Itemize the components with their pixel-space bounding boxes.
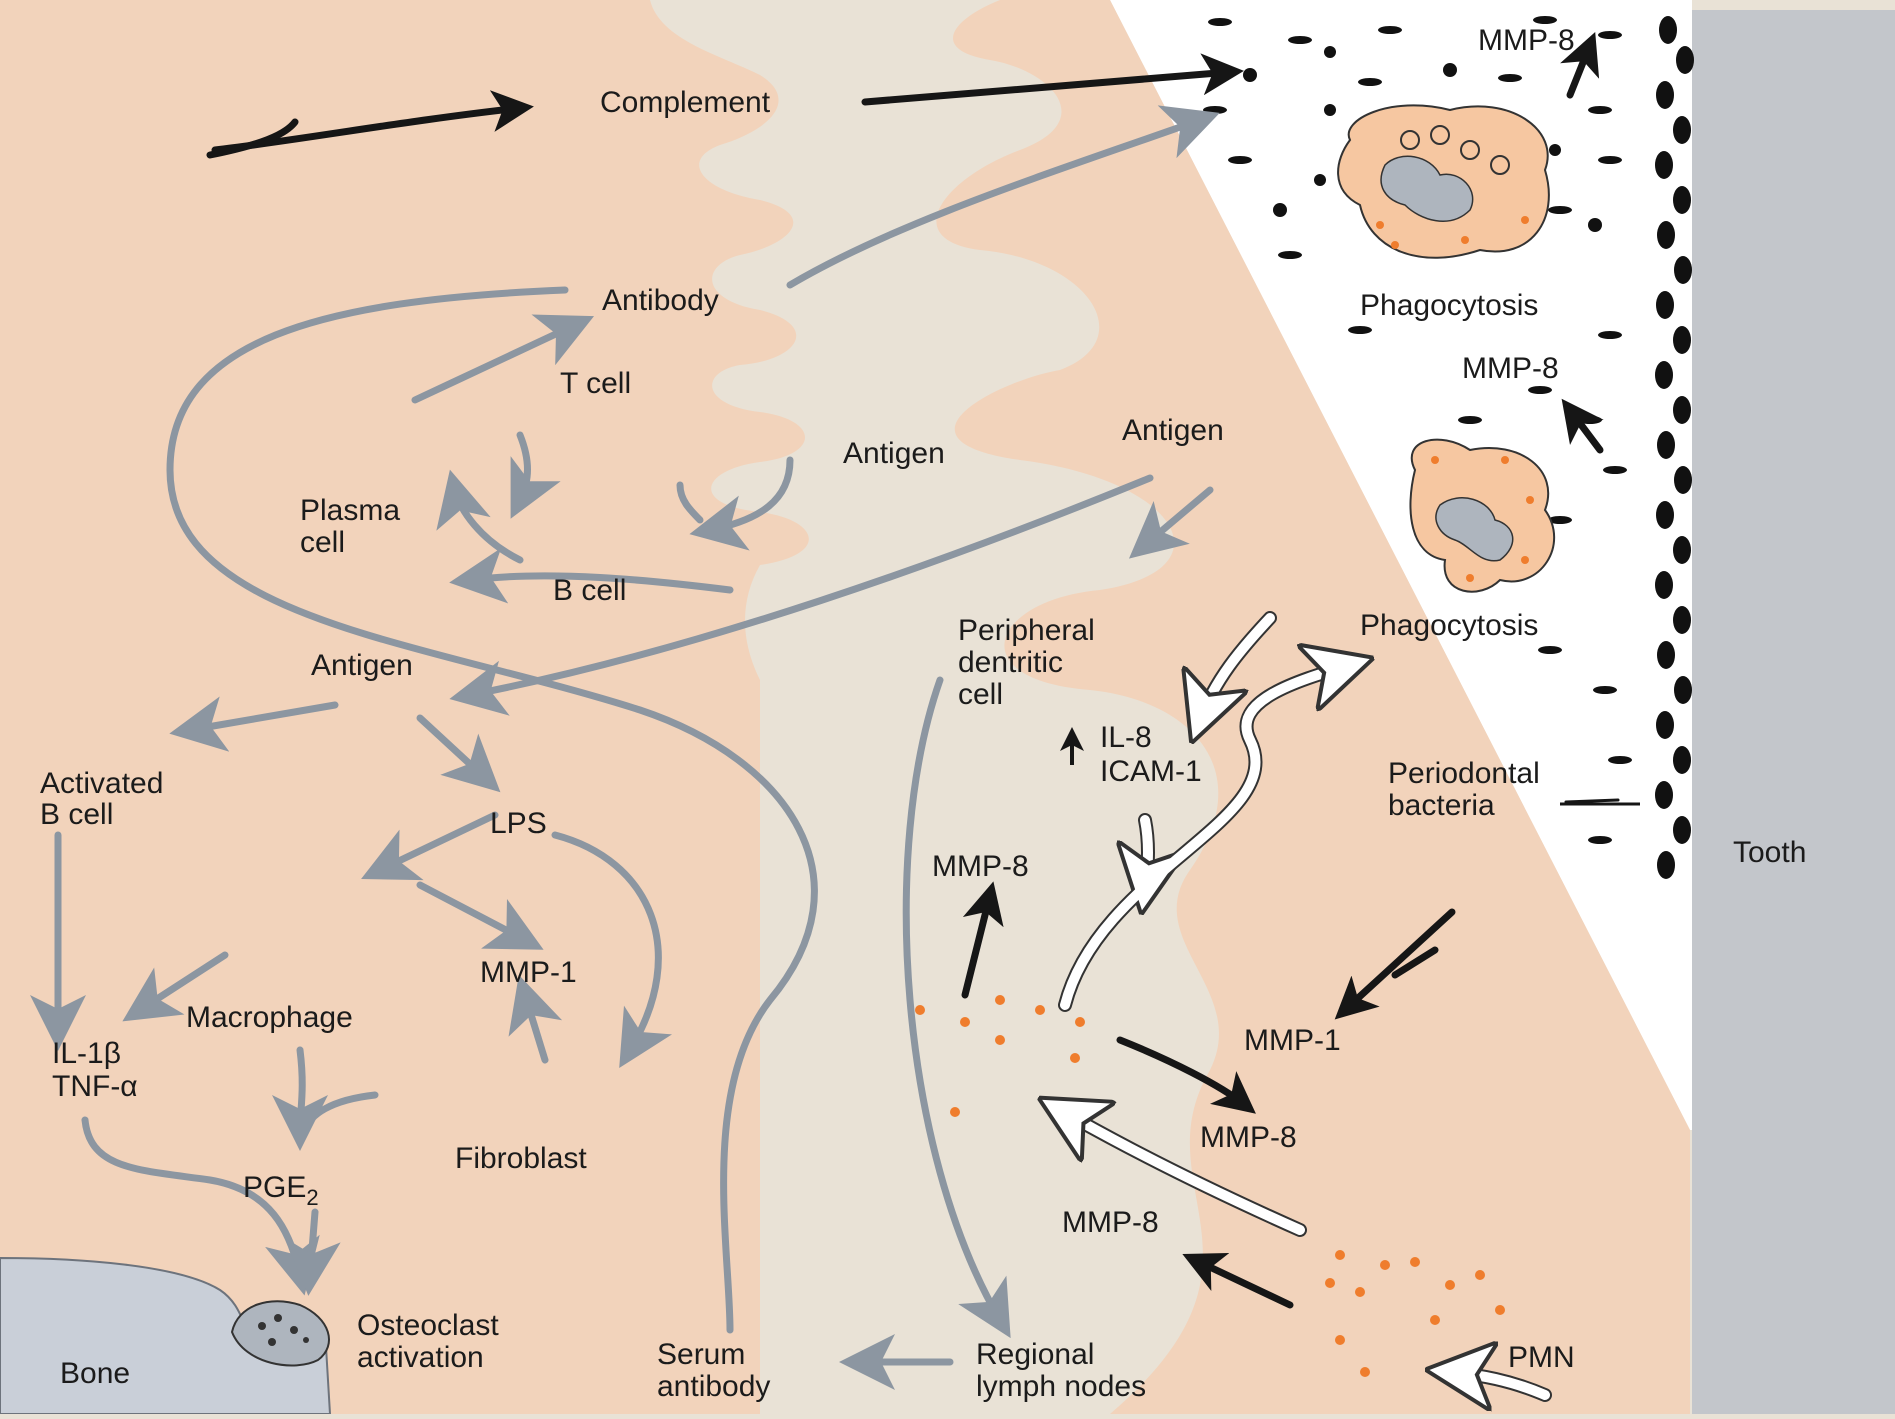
- osteoclast-label-line2: activation: [357, 1341, 484, 1374]
- peripheral-dc-label-line3: cell: [958, 678, 1003, 711]
- antibody-label: Antibody: [602, 284, 719, 317]
- plasma-cell-label-line1: Plasma: [300, 494, 400, 527]
- mmp8-label-mid: MMP-8: [1462, 352, 1559, 385]
- activated-b-cell-label-line2: B cell: [40, 798, 113, 831]
- mmp1-label-left: MMP-1: [480, 956, 577, 989]
- periodontal-bacteria-label-line2: bacteria: [1388, 789, 1495, 822]
- phagocytosis-label-mid: Phagocytosis: [1360, 609, 1538, 642]
- osteoclast-label-line1: Osteoclast: [357, 1309, 499, 1342]
- bacteria-pointer: [1566, 800, 1618, 802]
- peripheral-dc-label-line1: Peripheral: [958, 614, 1095, 647]
- complement-label: Complement: [600, 86, 771, 119]
- activated-b-cell-label-line1: Activated: [40, 767, 163, 800]
- peripheral-dc-label-line2: dentritic: [958, 646, 1063, 679]
- t-cell-label: T cell: [560, 367, 631, 400]
- tnfa-label: TNF-α: [52, 1070, 138, 1103]
- serum-antibody-label-line2: antibody: [657, 1370, 770, 1403]
- bone-label: Bone: [60, 1357, 130, 1390]
- mmp8-label-left: MMP-8: [932, 850, 1029, 883]
- macrophage-to-pge2-arrow: [300, 1050, 302, 1130]
- connective-tissue: [0, 0, 809, 1414]
- pmn-label: PMN: [1508, 1341, 1575, 1374]
- tooth-region: [1692, 10, 1895, 1414]
- serum-antibody-label-line1: Serum: [657, 1338, 745, 1371]
- plasma-cell-label-line2: cell: [300, 526, 345, 559]
- macrophage-label: Macrophage: [186, 1001, 353, 1034]
- mmp8-label-lower: MMP-8: [1200, 1121, 1297, 1154]
- mmp8-label-bottom: MMP-8: [1062, 1206, 1159, 1239]
- regional-lymph-label-line2: lymph nodes: [976, 1370, 1146, 1403]
- antigen-label-right: Antigen: [1122, 414, 1224, 447]
- mmp8-label-top: MMP-8: [1478, 24, 1575, 57]
- antigen-label-left: Antigen: [311, 649, 413, 682]
- icam1-label: ICAM-1: [1100, 755, 1202, 788]
- pge2-to-osteoclast-arrow: [310, 1212, 315, 1275]
- b-cell-label: B cell: [553, 574, 626, 607]
- tooth-label: Tooth: [1733, 836, 1806, 869]
- regional-lymph-label-line1: Regional: [976, 1338, 1094, 1371]
- mmp1-label-right: MMP-1: [1244, 1024, 1341, 1057]
- lps-label: LPS: [490, 807, 547, 840]
- antigen-label-center: Antigen: [843, 437, 945, 470]
- il8-label: IL-8: [1100, 721, 1152, 754]
- phagocytosis-label-top: Phagocytosis: [1360, 289, 1538, 322]
- il1b-label: IL-1β: [52, 1037, 121, 1070]
- periodontal-bacteria-label-line1: Periodontal: [1388, 757, 1540, 790]
- fibroblast-label: Fibroblast: [455, 1142, 587, 1175]
